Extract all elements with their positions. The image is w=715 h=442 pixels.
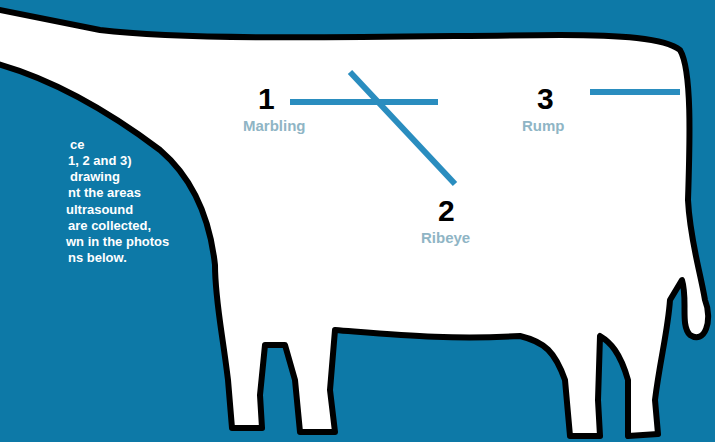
callout-number: 3 [537, 84, 554, 114]
intro-text: drawing [70, 170, 120, 183]
intro-text: are collected, [68, 219, 151, 232]
callout-number: 2 [438, 196, 455, 226]
intro-text: ce [70, 138, 84, 151]
marbling-scan-line [290, 99, 438, 105]
intro-text: ns below. [68, 251, 127, 264]
callout-number: 1 [258, 84, 275, 114]
area-name: Rump [522, 118, 565, 133]
area-name: Ribeye [421, 230, 470, 245]
intro-text: nt the areas [68, 186, 141, 199]
area-name: Marbling [243, 118, 306, 133]
intro-text: wn in the photos [66, 235, 169, 248]
ribeye-scan-line [350, 72, 455, 184]
intro-text: ultrasound [66, 203, 133, 216]
intro-text: 1, 2 and 3) [68, 154, 132, 167]
cow-silhouette [0, 8, 708, 436]
rump-scan-line [590, 89, 680, 95]
